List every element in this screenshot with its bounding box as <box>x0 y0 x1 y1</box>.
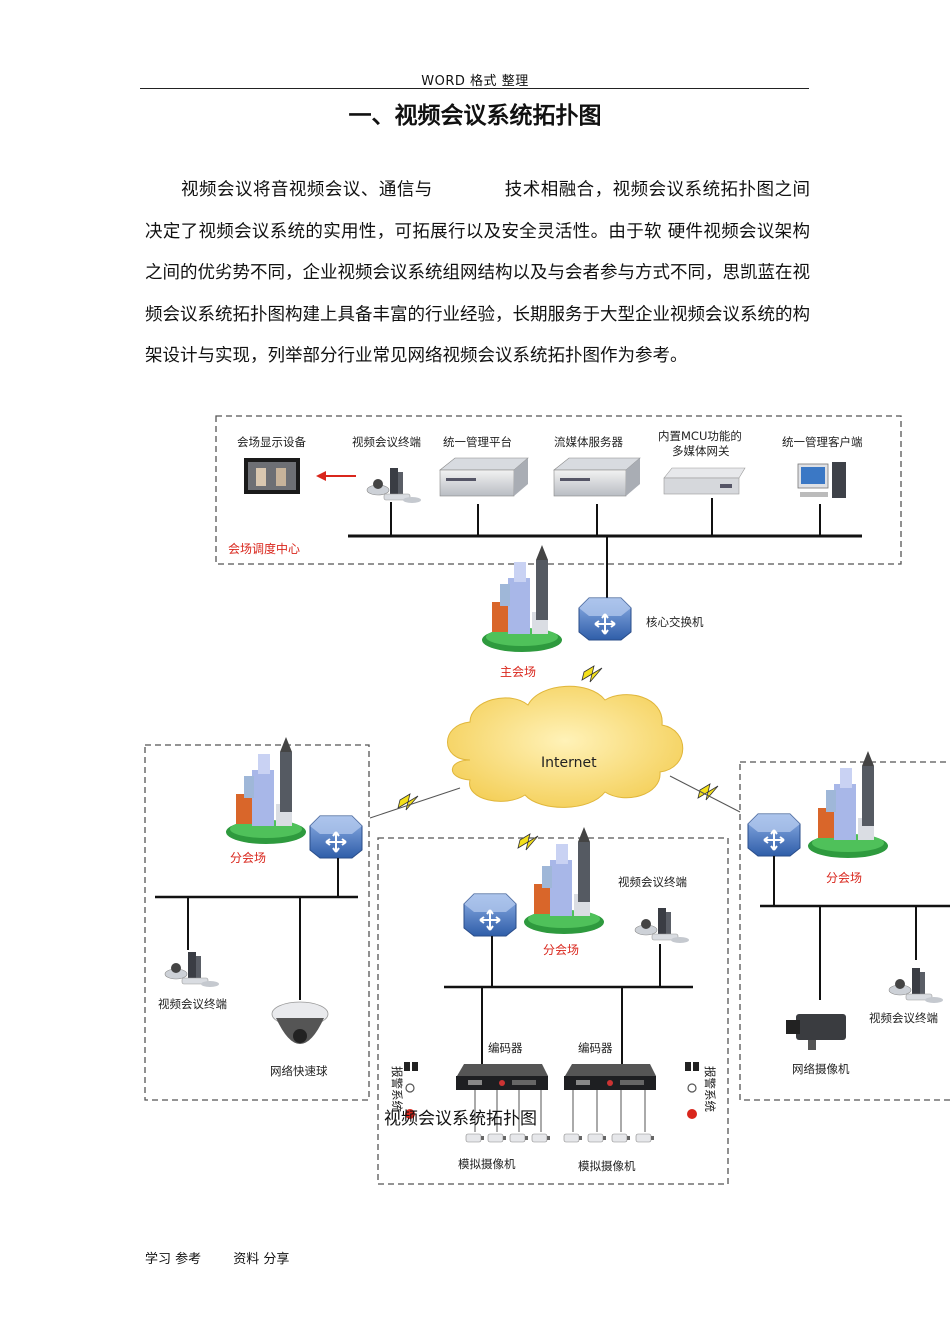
alarm-left-label: 报警系统 <box>390 1066 404 1112</box>
left-branch-zone <box>144 744 370 1101</box>
alarm-right-icons <box>685 1062 699 1119</box>
paragraph-text: 视频会议将音视频会议、通信与 技术相融合，视频会议系统拓扑图之间决定了视频会议系… <box>145 180 810 366</box>
alarm-right-label: 报警系统 <box>703 1066 717 1112</box>
display-device-icon <box>244 458 300 494</box>
mgmt-platform-label: 统一管理平台 <box>443 435 512 449</box>
mcu-gateway-icon <box>663 467 746 495</box>
mid-terminal-icon <box>634 907 690 944</box>
mgmt-client-label: 统一管理客户端 <box>782 435 863 449</box>
dispatch-center-zone <box>215 415 902 565</box>
center-terminal-label: 视频会议终端 <box>352 435 421 449</box>
left-branch-switch-icon <box>309 815 363 859</box>
left-branch-building-icon <box>226 737 306 844</box>
right-terminal-label: 视频会议终端 <box>869 1011 938 1025</box>
internet-cloud-icon <box>447 685 684 808</box>
media-server-label: 流媒体服务器 <box>554 435 623 449</box>
page-footer: 学习 参考 资料 分享 <box>145 1248 317 1267</box>
alarm-left-icons <box>404 1062 418 1119</box>
core-switch-icon <box>578 597 632 641</box>
analog-camera1-label: 模拟摄像机 <box>458 1157 516 1171</box>
encoder1-icon <box>456 1064 548 1090</box>
core-switch-label: 核心交换机 <box>646 615 704 629</box>
body-paragraph: 视频会议将音视频会议、通信与 技术相融合，视频会议系统拓扑图之间决定了视频会议系… <box>145 170 810 378</box>
encoder2-icon <box>564 1064 656 1090</box>
left-terminal-icon <box>164 951 220 988</box>
diagram-caption: 视频会议系统拓扑图 <box>384 1109 537 1129</box>
analog-camera-icon <box>611 1133 631 1143</box>
ip-camera-icon <box>786 1014 846 1050</box>
link-bolt-mid-icon <box>517 833 539 851</box>
dispatch-zone-label: 会场调度中心 <box>228 541 300 556</box>
header-rule <box>140 88 809 89</box>
mid-branch-building-icon <box>524 827 604 934</box>
analog-camera-icon <box>465 1133 485 1143</box>
footer-left: 学习 参考 <box>145 1252 202 1267</box>
right-branch-label: 分会场 <box>826 871 862 885</box>
mgmt-client-pc-icon <box>797 462 846 498</box>
right-branch-building-icon <box>808 751 888 858</box>
right-branch-switch-icon <box>747 813 801 857</box>
analog-camera-icon <box>563 1133 583 1143</box>
mid-branch-switch-icon <box>463 893 517 937</box>
main-site-building-icon <box>482 545 562 652</box>
right-terminal-icon <box>888 967 944 1004</box>
link-bolt-icon <box>581 665 603 683</box>
page-title: 一、视频会议系统拓扑图 <box>348 103 602 129</box>
encoder2-label: 编码器 <box>578 1041 613 1055</box>
display-device-label: 会场显示设备 <box>237 435 306 449</box>
analog-camera-icon <box>531 1133 551 1143</box>
mgmt-platform-server-icon <box>439 457 529 497</box>
left-terminal-label: 视频会议终端 <box>158 997 227 1011</box>
dome-camera-label: 网络快速球 <box>270 1064 328 1078</box>
dome-camera-icon <box>271 1001 329 1044</box>
analog-camera2-label: 模拟摄像机 <box>578 1159 636 1173</box>
red-arrow-icon <box>316 471 356 481</box>
main-site-label: 主会场 <box>500 665 536 679</box>
footer-right: 资料 分享 <box>233 1252 290 1267</box>
page-header: WORD 格式 整理 <box>421 74 529 89</box>
mid-branch-label: 分会场 <box>543 943 579 957</box>
analog-camera-icon <box>587 1133 607 1143</box>
mid-branch-zone <box>377 837 729 1185</box>
center-terminal-icon <box>366 467 422 504</box>
encoder1-label: 编码器 <box>488 1041 523 1055</box>
analog-camera-icon <box>509 1133 529 1143</box>
mcu-label-1: 内置MCU功能的 <box>658 429 742 443</box>
media-server-icon <box>553 457 641 497</box>
ip-camera-label: 网络摄像机 <box>792 1062 850 1076</box>
internet-label: Internet <box>541 755 597 771</box>
mcu-label-2: 多媒体网关 <box>672 444 730 458</box>
analog-camera-icon <box>635 1133 655 1143</box>
analog-camera-icon <box>487 1133 507 1143</box>
right-branch-zone <box>739 761 950 1101</box>
mid-terminal-label: 视频会议终端 <box>618 875 687 889</box>
left-branch-label: 分会场 <box>230 851 266 865</box>
